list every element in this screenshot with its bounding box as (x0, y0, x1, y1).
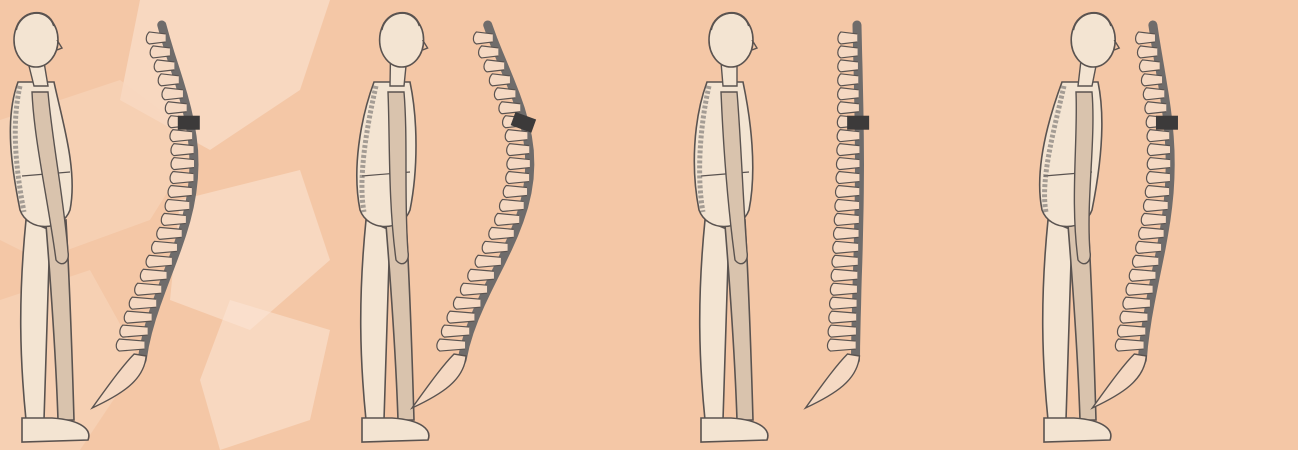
vertebra (453, 297, 480, 309)
vertebra (499, 199, 523, 211)
leg (700, 220, 729, 420)
thoracic-marker (1156, 116, 1178, 130)
vertebra (837, 144, 860, 156)
vertebra (832, 255, 858, 267)
vertebra (489, 227, 514, 239)
vertebra (829, 311, 856, 323)
vertebra (120, 325, 148, 337)
vertebra (834, 227, 859, 239)
vertebra (830, 297, 857, 309)
vertebra (1143, 199, 1167, 211)
vertebra (1123, 297, 1150, 309)
vertebra (152, 241, 177, 253)
vertebra (1147, 130, 1169, 142)
vertebra (827, 339, 855, 351)
vertebra (1136, 241, 1161, 253)
thoracic-marker (178, 116, 200, 130)
leg (21, 220, 50, 420)
vertebra (1117, 325, 1145, 337)
vertebra (507, 144, 530, 156)
leg (1043, 220, 1072, 420)
vertebra (161, 213, 186, 225)
vertebra (838, 46, 858, 58)
vertebra (116, 339, 144, 351)
vertebra (479, 46, 499, 58)
vertebra (460, 283, 487, 295)
vertebra (170, 172, 193, 184)
vertebra (505, 130, 527, 142)
vertebra (437, 339, 465, 351)
vertebra (154, 60, 174, 72)
vertebra (1137, 46, 1157, 58)
vertebra (835, 199, 859, 211)
leg (361, 220, 390, 420)
vertebra (830, 283, 857, 295)
vertebra (507, 158, 530, 170)
vertebra (484, 60, 504, 72)
vertebra (135, 283, 162, 295)
vertebra (838, 60, 858, 72)
vertebra (499, 102, 520, 114)
vertebra (1120, 311, 1147, 323)
vertebra (837, 102, 858, 114)
vertebra (838, 74, 859, 86)
vertebra (162, 88, 183, 100)
vertebra (506, 172, 529, 184)
vertebra (140, 269, 166, 281)
vertebra (146, 255, 172, 267)
vertebra (441, 325, 469, 337)
vertebra (1139, 60, 1159, 72)
vertebra (1133, 255, 1159, 267)
vertebra (473, 32, 492, 44)
vertebra (165, 199, 189, 211)
vertebra (1139, 227, 1164, 239)
vertebra (834, 213, 859, 225)
vertebra (838, 88, 859, 100)
vertebra (171, 144, 194, 156)
vertebra (165, 102, 186, 114)
vertebra (150, 46, 170, 58)
vertebra (158, 74, 179, 86)
vertebra (124, 311, 151, 323)
vertebra (1141, 74, 1162, 86)
vertebra (447, 311, 474, 323)
vertebra (1141, 213, 1166, 225)
thoracic-marker (847, 116, 869, 130)
vertebra (1126, 283, 1153, 295)
vertebra (837, 130, 859, 142)
vertebra (489, 74, 510, 86)
vertebra (171, 158, 194, 170)
vertebra (1145, 102, 1166, 114)
vertebra (828, 325, 856, 337)
vertebra (836, 172, 859, 184)
vertebra (1143, 88, 1164, 100)
vertebra (838, 32, 857, 44)
vertebra (146, 32, 165, 44)
vertebra (495, 213, 520, 225)
vertebra (1147, 158, 1170, 170)
vertebra (468, 269, 494, 281)
vertebra (482, 241, 507, 253)
vertebra (475, 255, 501, 267)
vertebra (494, 88, 515, 100)
vertebra (129, 297, 156, 309)
vertebra (835, 186, 859, 198)
vertebra (831, 269, 857, 281)
vertebra (1147, 144, 1170, 156)
vertebra (1145, 186, 1169, 198)
vertebra (836, 158, 859, 170)
vertebra (170, 130, 192, 142)
vertebra (503, 186, 527, 198)
vertebra (1136, 32, 1155, 44)
vertebra (1129, 269, 1155, 281)
vertebra (833, 241, 858, 253)
vertebra (168, 186, 192, 198)
vertebra (1147, 172, 1170, 184)
vertebra (157, 227, 182, 239)
vertebra (1115, 339, 1143, 351)
